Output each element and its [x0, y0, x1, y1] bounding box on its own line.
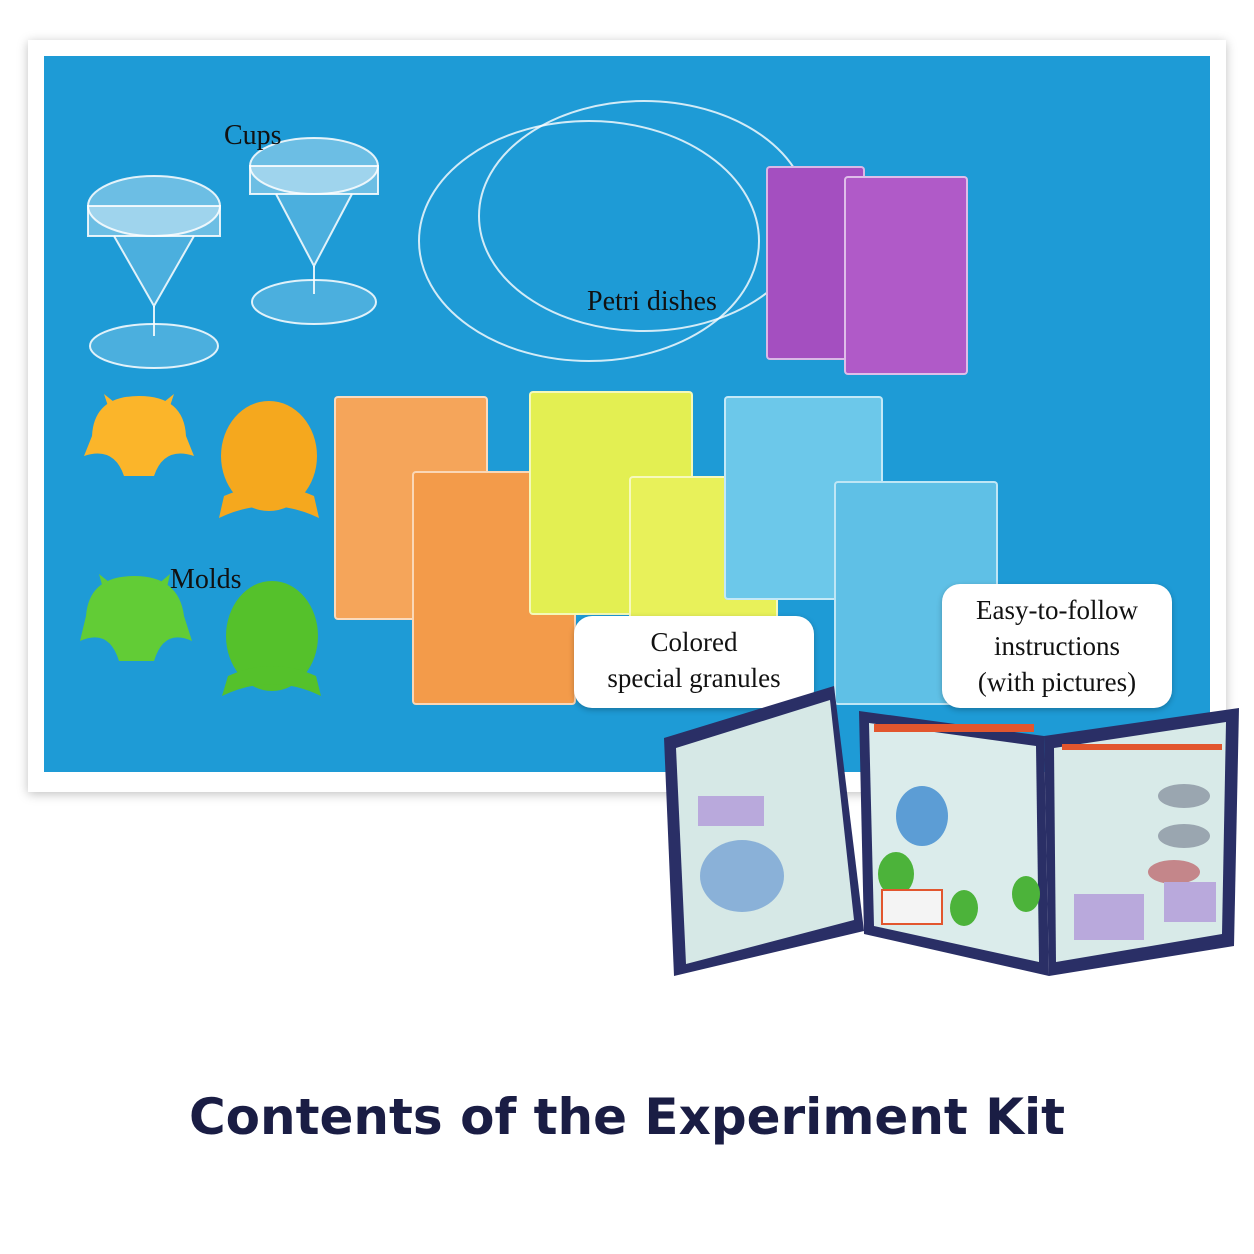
- instructions-callout: Easy-to-follow instructions (with pictur…: [942, 584, 1172, 708]
- cups-label: Cups: [224, 120, 282, 151]
- instructions-callout-line: instructions: [994, 631, 1120, 661]
- blue-backdrop: Cups Petri dishes Molds Colored special …: [44, 56, 1210, 772]
- instruction-booklet: [664, 686, 1239, 976]
- page-title: Contents of the Experiment Kit: [188, 1088, 1066, 1146]
- cup-left: [87, 175, 221, 369]
- mold-yellow-left: [84, 394, 194, 476]
- mold-green-left: [80, 574, 192, 661]
- molds-label: Molds: [170, 564, 242, 595]
- granules-callout: Colored special granules: [574, 616, 814, 708]
- purple-granule-packet: [844, 176, 968, 375]
- kit-photo: Cups Petri dishes Molds Colored special …: [28, 40, 1226, 792]
- petri-dishes: [418, 100, 810, 362]
- granules-callout-line: Colored: [650, 627, 738, 657]
- instructions-callout-line: Easy-to-follow: [976, 595, 1138, 625]
- mold-green-right: [222, 581, 321, 696]
- mold-yellow-right: [219, 401, 319, 518]
- granules-callout-line: special granules: [607, 663, 781, 693]
- cup-right: [249, 137, 379, 325]
- kit-items-illustration: [80, 100, 810, 696]
- instructions-callout-line: (with pictures): [977, 667, 1137, 697]
- petri-dishes-label: Petri dishes: [587, 286, 717, 317]
